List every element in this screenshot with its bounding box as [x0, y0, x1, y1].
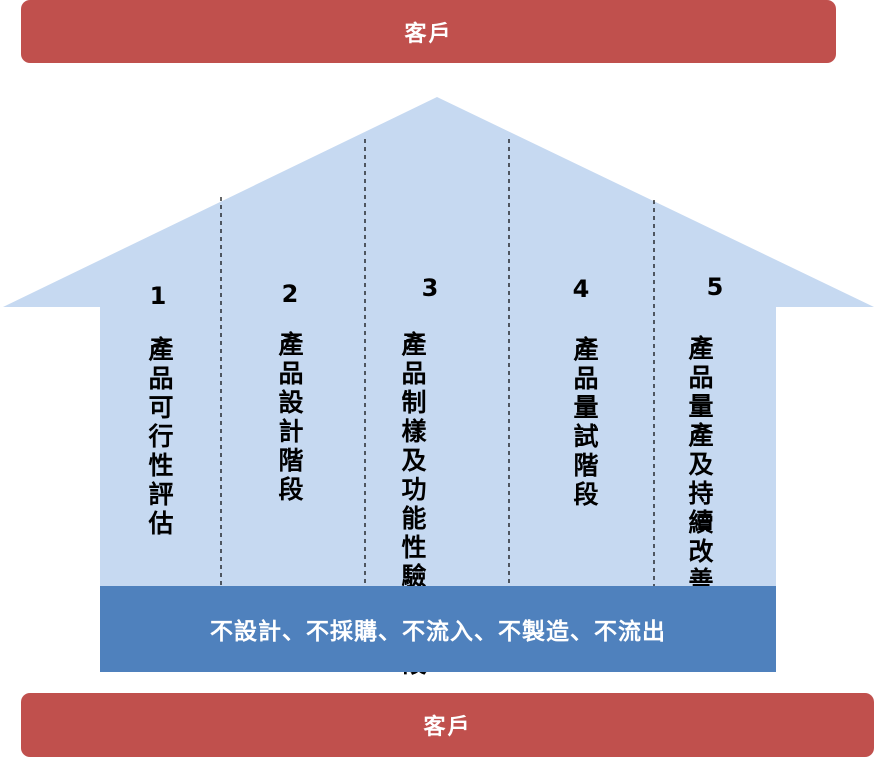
customer-top-label: 客戶 — [404, 21, 453, 47]
stage-4-label: 產品量試階段 — [570, 336, 599, 510]
customer-top-bar: 客戶 — [21, 0, 836, 63]
stage-4-number: 4 — [572, 275, 590, 303]
stage-2-number: 2 — [281, 280, 299, 308]
stage-1-number: 1 — [149, 282, 167, 310]
stage-2-label: 產品設計階段 — [275, 331, 304, 505]
stage-3-label: 產品制樣及功能性驗證階段 — [398, 331, 427, 679]
stage-5-label: 產品量產及持續改善階段 — [685, 335, 714, 654]
house-shape — [3, 97, 874, 590]
foundation-label: 不設計、不採購、不流入、不製造、不流出 — [210, 619, 666, 645]
customer-bottom-bar: 客戶 — [21, 693, 874, 757]
stage-1-label: 產品可行性評估 — [145, 336, 174, 539]
foundation-bar: 不設計、不採購、不流入、不製造、不流出 — [100, 586, 776, 672]
stage-3-number: 3 — [421, 274, 439, 302]
stage-5-number: 5 — [706, 273, 724, 301]
customer-bottom-label: 客戶 — [423, 715, 472, 740]
